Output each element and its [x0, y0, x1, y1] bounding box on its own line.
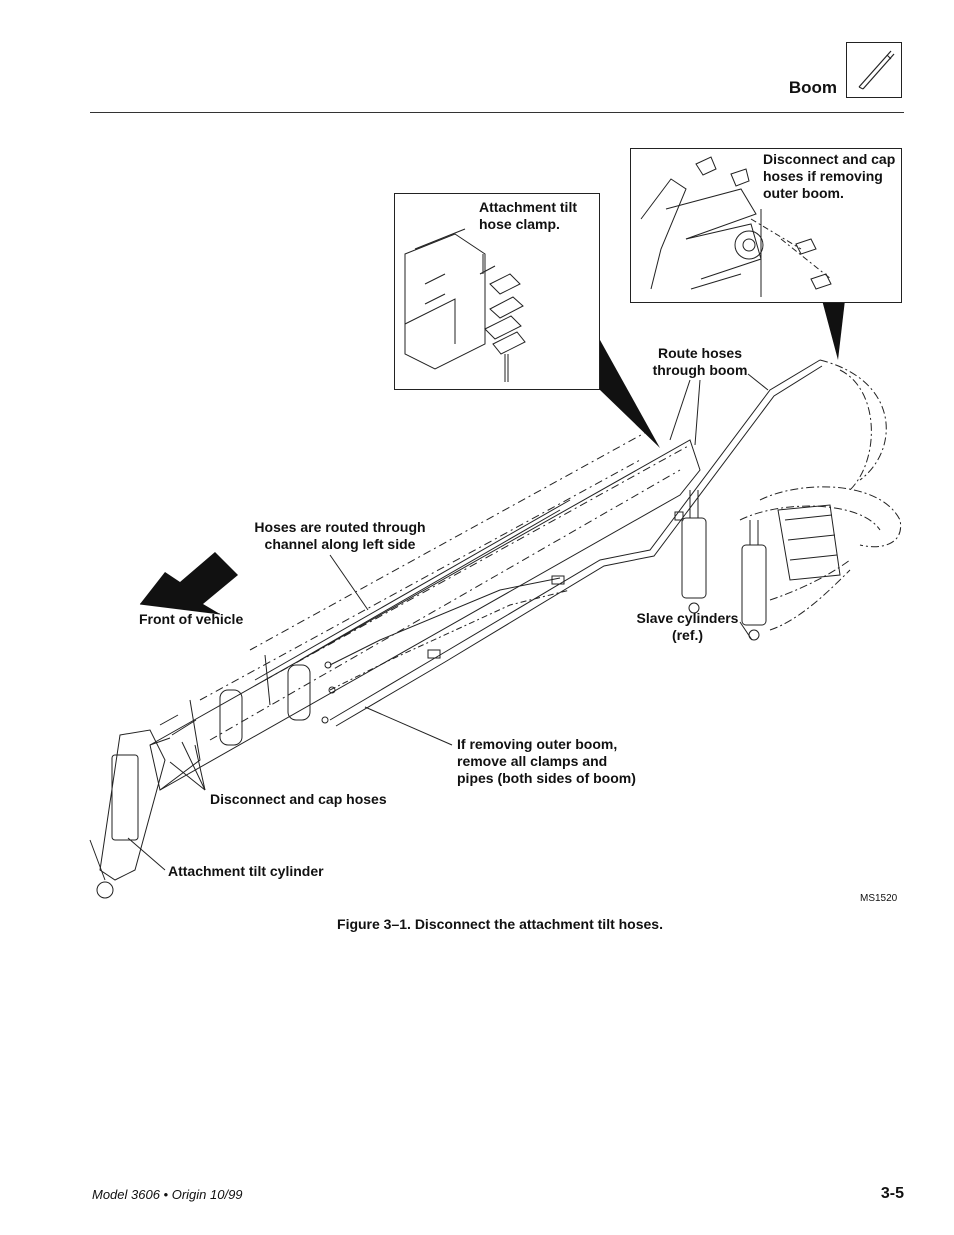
outer-inset-drawing — [640, 156, 832, 297]
pen-icon — [858, 50, 895, 90]
callout-if-removing: If removing outer boom, remove all clamp… — [457, 736, 636, 786]
callout-disconnect-outer: Disconnect and cap hoses if removing out… — [763, 151, 896, 201]
clamp-inset — [394, 193, 600, 390]
clamp-inset-drawing — [404, 228, 526, 382]
figure-caption: Figure 3–1. Disconnect the attachment ti… — [337, 916, 663, 932]
callout-route-hoses: Route hoses through boom — [652, 345, 748, 378]
outer-inset — [630, 148, 902, 303]
callout-slave-cylinders: Slave cylinders (ref.) — [636, 610, 739, 643]
header-rule — [90, 112, 904, 113]
footer-model: Model 3606 • Origin 10/99 — [92, 1187, 243, 1202]
callout-hoses-routed: Hoses are routed through channel along l… — [254, 519, 426, 552]
figure-code: MS1520 — [860, 893, 898, 904]
callout-disconnect-cap: Disconnect and cap hoses — [210, 791, 387, 807]
page-number: 3-5 — [880, 1185, 904, 1202]
callout-attachment-tilt-clamp: Attachment tilt hose clamp. — [479, 199, 577, 232]
callout-attachment-tilt-cylinder: Attachment tilt cylinder — [168, 863, 324, 879]
section-icon-box — [846, 42, 902, 98]
section-title: Boom — [788, 78, 837, 97]
callout-front-of-vehicle: Front of vehicle — [139, 611, 244, 627]
